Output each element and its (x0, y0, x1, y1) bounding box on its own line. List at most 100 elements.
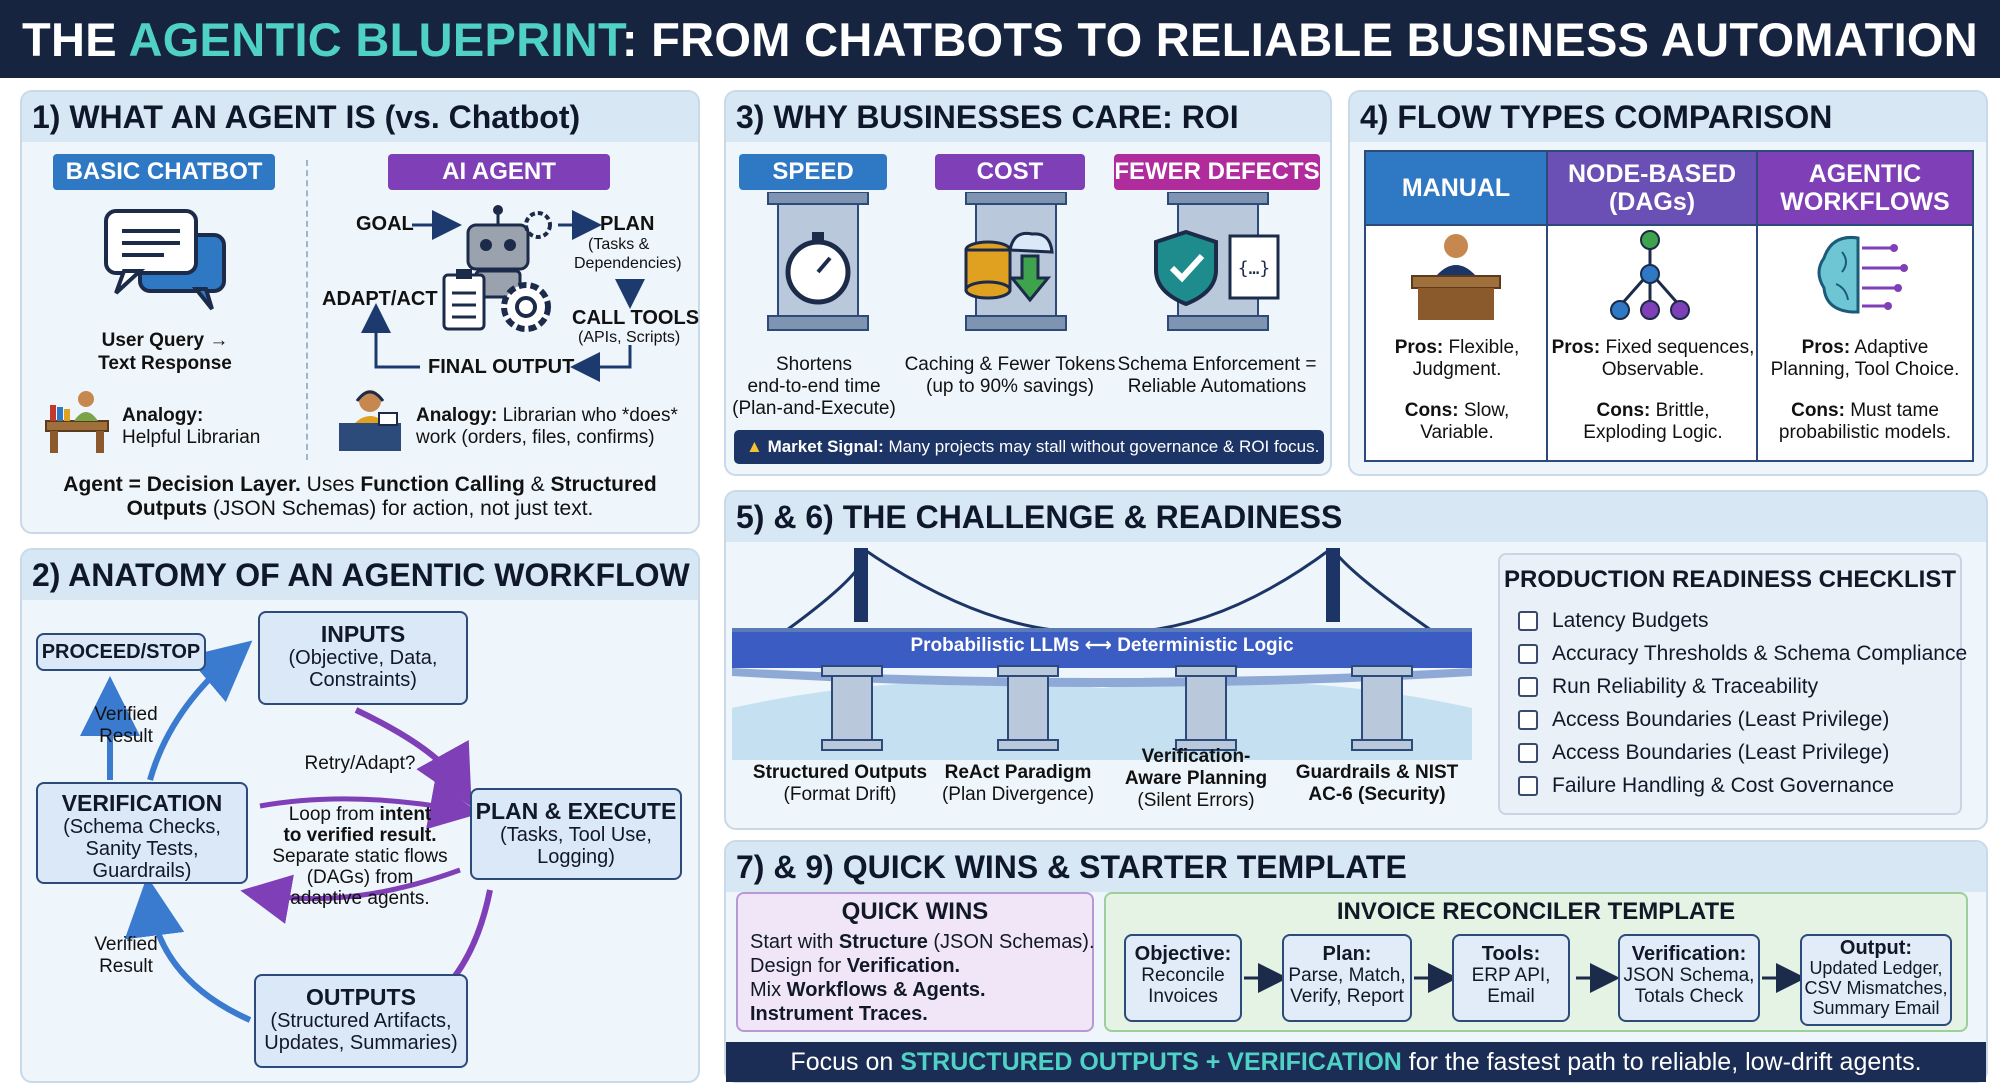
checklist-title: PRODUCTION READINESS CHECKLIST (1503, 566, 1957, 593)
roi-pillars (767, 192, 1269, 331)
agent-tools-label: CALL TOOLS (572, 307, 700, 329)
checklist-item[interactable]: Access Boundaries (Least Privilege) (1518, 741, 1889, 765)
checklist-item[interactable]: Failure Handling & Cost Governance (1518, 774, 1894, 798)
checkbox[interactable] (1518, 644, 1538, 664)
cost-caption-1: Caching & Fewer Tokens (904, 354, 1116, 375)
manual-pros: Pros: Flexible, (1366, 337, 1548, 359)
flow-col-manual: MANUAL (1366, 152, 1548, 462)
agent-adapt-label: ADAPT/ACT (322, 288, 438, 310)
inputs-node: INPUTS (Objective, Data, Constraints) (258, 611, 468, 705)
outputs-title: OUTPUTS (306, 984, 416, 1010)
template-step-output: Output: Updated Ledger, CSV Mismatches, … (1800, 934, 1952, 1026)
title-highlight: AGENTIC BLUEPRINT (128, 12, 622, 66)
panel-title: 3) WHY BUSINESSES CARE: ROI (726, 92, 1330, 142)
verification-sub1: (Schema Checks, (63, 816, 221, 838)
manual-cons: Cons: Slow, (1366, 400, 1548, 422)
pillar-4-line2: AC-6 (Security) (1308, 784, 1446, 805)
pillar-3-line1: Verification- (1141, 746, 1251, 767)
panel-title: 4) FLOW TYPES COMPARISON (1350, 92, 1986, 142)
speed-caption-3: (Plan-and-Execute) (732, 398, 896, 419)
cost-caption-2: (up to 90% savings) (926, 376, 1094, 397)
checklist-item[interactable]: Latency Budgets (1518, 609, 1708, 633)
readiness-checklist (1498, 553, 1962, 815)
qw3a: Mix (750, 979, 787, 1001)
chatbot-caption-1: User Query → (101, 330, 229, 351)
signal-text: Many projects may stall without governan… (883, 437, 1320, 456)
footer-c: for the fastest path to reliable, low-dr… (1401, 1048, 1922, 1076)
checklist-item[interactable]: Run Reliability & Traceability (1518, 675, 1818, 699)
plan-sub1: (Tasks, Tool Use, (500, 824, 652, 846)
def-2a: Outputs (126, 497, 208, 520)
panel-title: 2) ANATOMY OF AN AGENTIC WORKFLOW (22, 550, 698, 600)
checkbox[interactable] (1518, 710, 1538, 730)
warning-icon: ▲ (746, 437, 763, 456)
node-pros: Pros: Fixed sequences, (1548, 337, 1758, 359)
title-prefix: THE (21, 12, 129, 66)
template-step-tools: Tools: ERP API, Email (1452, 934, 1570, 1022)
cons-label: Cons: (1596, 400, 1651, 421)
speed-label: SPEED (739, 154, 887, 190)
defects-label: FEWER DEFECTS (1114, 154, 1320, 190)
checklist-label: Failure Handling & Cost Governance (1552, 774, 1895, 797)
panel-title: 7) & 9) QUICK WINS & STARTER TEMPLATE (726, 842, 1986, 892)
pillar-1-line1: Structured Outputs (752, 762, 928, 783)
cons-label: Cons: (1404, 400, 1459, 421)
plan-sub2: Logging) (537, 846, 615, 868)
agent-analogy-label: Analogy: (416, 405, 498, 426)
pros-label: Pros: (1394, 337, 1444, 358)
checkbox[interactable] (1518, 677, 1538, 697)
chat-bubbles-icon (104, 209, 226, 311)
def-2b: (JSON Schemas) for action, not just text… (207, 497, 594, 520)
checkbox[interactable] (1518, 611, 1538, 631)
center-1a: Loop from (288, 804, 380, 825)
agentic-cons2: probabilistic models. (1778, 422, 1952, 443)
chatbot-label: BASIC CHATBOT (53, 154, 275, 190)
quick-wins-list: Start with Structure (JSON Schemas). Des… (750, 930, 1095, 1026)
agent-plan-sub2: Dependencies) (574, 255, 682, 272)
step-title: Objective: (1134, 943, 1232, 965)
footer-b: STRUCTURED OUTPUTS + VERIFICATION (900, 1048, 1402, 1076)
step-title: Output: (1839, 937, 1913, 959)
proceed-label: PROCEED/STOP (41, 641, 201, 663)
pros-text: Fixed sequences, (1605, 337, 1755, 358)
head-line2: WORKFLOWS (1780, 188, 1950, 216)
table-divider (1366, 224, 1972, 226)
outputs-sub1: (Structured Artifacts, (270, 1010, 452, 1032)
agentic-cons: Cons: Must tame (1758, 400, 1972, 422)
quick-wins-box (736, 892, 1094, 1032)
qw3b: Workflows & Agents. (786, 979, 986, 1001)
page-title: THE AGENTIC BLUEPRINT: FROM CHATBOTS TO … (22, 12, 1978, 67)
outputs-node: OUTPUTS (Structured Artifacts, Updates, … (254, 974, 468, 1068)
agent-plan-label: PLAN (600, 213, 655, 235)
checklist-label: Accuracy Thresholds & Schema Compliance (1552, 642, 1968, 665)
flow-col-node-based: NODE-BASED(DAGs) (1548, 152, 1758, 462)
shield-document-icon: {…} (1154, 229, 1280, 307)
checkbox[interactable] (1518, 743, 1538, 763)
cons-text: Slow, (1463, 400, 1510, 421)
quick-wins-title: QUICK WINS (841, 898, 989, 925)
checkbox[interactable] (1518, 776, 1538, 796)
agent-plan-sub1: (Tasks & (588, 236, 650, 253)
head-line2: (DAGs) (1608, 188, 1696, 216)
bridge-label: Probabilistic LLMs ⟷ Deterministic Logic (910, 635, 1294, 656)
cons-text: Must tame (1850, 400, 1939, 421)
step-title: Verification: (1631, 943, 1747, 965)
pillar-2-line2: (Plan Divergence) (941, 784, 1095, 805)
checklist-item[interactable]: Accuracy Thresholds & Schema Compliance (1518, 642, 1967, 666)
verified-result-bottom-1: Verified (94, 934, 158, 955)
plan-title: PLAN & EXECUTE (475, 798, 677, 824)
checklist-item[interactable]: Access Boundaries (Least Privilege) (1518, 708, 1889, 732)
pillar-1-line2: (Format Drift) (783, 784, 897, 805)
verification-sub3: Guardrails) (92, 860, 192, 882)
inputs-sub2: Constraints) (309, 669, 417, 691)
qw2b: Verification. (846, 955, 961, 977)
head-line1: MANUAL (1401, 174, 1511, 202)
verified-result-bottom-2: Result (99, 956, 153, 977)
verification-title: VERIFICATION (61, 790, 223, 816)
step-line2: Totals Check (1634, 986, 1744, 1007)
def-1e: Structured (550, 473, 657, 496)
step-line1: Parse, Match, (1288, 965, 1406, 986)
retry-label: Retry/Adapt? (304, 753, 416, 774)
